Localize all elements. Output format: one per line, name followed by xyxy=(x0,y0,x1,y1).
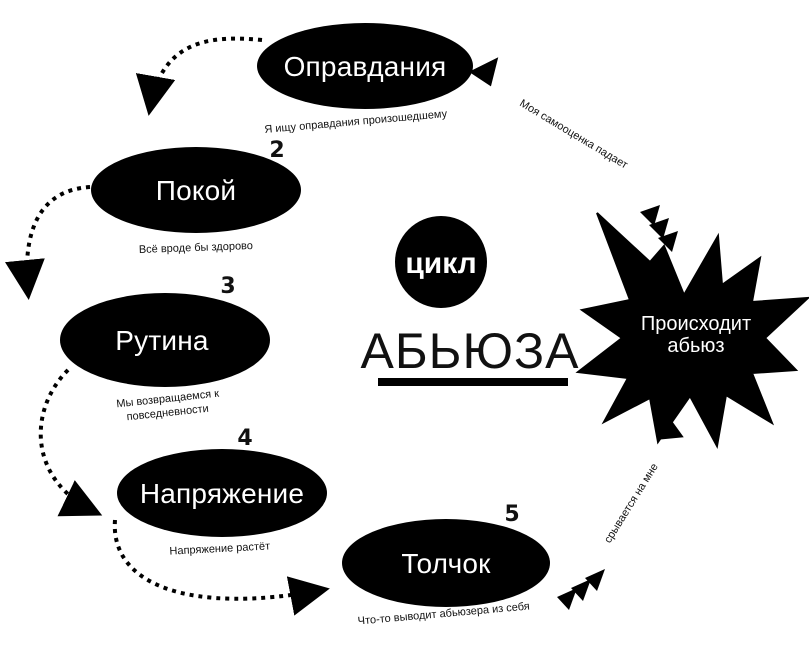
node-pokoi: Покой 2 Всё вроде бы здорово xyxy=(91,138,301,256)
node-pokoi-caption: Всё вроде бы здорово xyxy=(139,240,253,256)
node-tolchok-number: 5 xyxy=(504,502,519,527)
node-pokoi-label: Покой xyxy=(156,175,236,206)
title-big: АБЬЮЗА xyxy=(360,323,579,379)
node-opravdaniya: Оправдания Я ищу оправдания произошедшем… xyxy=(257,23,473,136)
connector-napryazhenie-to-tolchok xyxy=(112,519,330,616)
side-label-right-up: Моя самооценка падает xyxy=(517,97,629,171)
burst-shape xyxy=(575,212,809,450)
connector-rutina-to-napryazhenie xyxy=(38,368,103,517)
node-napryazhenie-label: Напряжение xyxy=(140,478,304,509)
node-napryazhenie: Напряжение 4 Напряжение растёт xyxy=(117,426,327,558)
side-label-right-down: срывается на мне xyxy=(602,461,661,545)
node-napryazhenie-caption: Напряжение растёт xyxy=(169,540,270,557)
center-title: цикл АБЬЮЗА xyxy=(360,216,579,386)
node-rutina-number: 3 xyxy=(220,274,235,299)
node-opravdaniya-label: Оправдания xyxy=(284,51,447,82)
title-small: цикл xyxy=(405,247,476,280)
node-opravdaniya-caption: Я ищу оправдания произошедшему xyxy=(264,108,448,136)
node-pokoi-number: 2 xyxy=(269,138,284,163)
node-tolchok: Толчок 5 Что-то выводит абьюзера из себя xyxy=(342,502,550,628)
burst-label-line2: абьюз xyxy=(667,335,724,357)
node-rutina-label: Рутина xyxy=(115,325,209,356)
connectors xyxy=(5,36,330,616)
node-rutina: Рутина 3 Мы возвращаемся к повседневност… xyxy=(60,274,270,423)
burst-label-line1: Происходит xyxy=(641,313,751,335)
connector-pokoi-to-rutina xyxy=(5,185,91,300)
node-tolchok-label: Толчок xyxy=(401,548,491,579)
chevrons-right xyxy=(557,569,605,610)
title-underline xyxy=(378,378,568,386)
chevrons-up xyxy=(640,205,678,252)
connector-opravdaniya-to-pokoi xyxy=(135,36,263,116)
node-napryazhenie-number: 4 xyxy=(237,426,252,451)
abuse-burst: Происходит абьюз xyxy=(575,212,809,450)
arrow-to-opravdaniya xyxy=(469,57,499,87)
